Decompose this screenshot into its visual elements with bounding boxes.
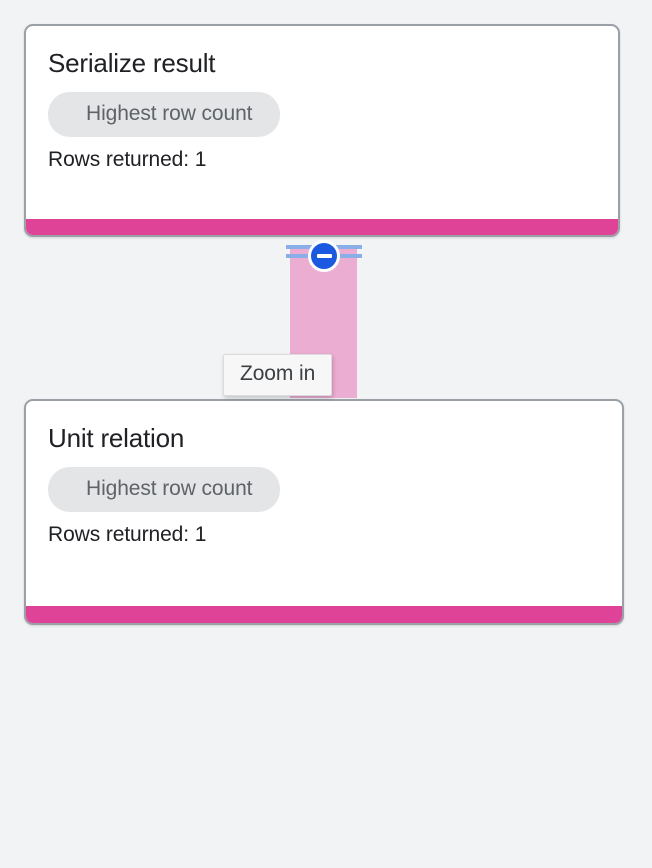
plan-node-badge: Highest row count bbox=[48, 92, 281, 137]
plan-node-content: Serialize result Highest row count Rows … bbox=[26, 26, 618, 172]
plan-node-accent-bar bbox=[26, 606, 622, 623]
minus-circle-icon[interactable] bbox=[308, 240, 340, 272]
plan-node-card[interactable]: Unit relation Highest row count Rows ret… bbox=[24, 399, 624, 625]
plan-node-content: Unit relation Highest row count Rows ret… bbox=[26, 401, 622, 547]
handle-rail-line-left-top bbox=[286, 245, 316, 249]
plan-node-badge: Highest row count bbox=[48, 467, 281, 512]
handle-rail-line-right-top bbox=[332, 245, 362, 249]
handle-rail-line-right-bottom bbox=[332, 254, 362, 258]
connector-handle-group[interactable] bbox=[286, 240, 362, 272]
plan-node-rows-returned: Rows returned: 1 bbox=[48, 523, 207, 546]
plan-node-title: Unit relation bbox=[48, 423, 185, 453]
plan-node-rows-returned: Rows returned: 1 bbox=[48, 148, 207, 171]
zoom-in-tooltip: Zoom in bbox=[223, 354, 333, 396]
plan-node-accent-bar bbox=[26, 219, 618, 235]
plan-node-title: Serialize result bbox=[48, 48, 216, 78]
handle-rail-line-left-bottom bbox=[286, 254, 316, 258]
handle-rail-lines bbox=[286, 240, 362, 266]
minus-glyph bbox=[316, 254, 332, 258]
plan-node-card[interactable]: Serialize result Highest row count Rows … bbox=[24, 24, 620, 237]
